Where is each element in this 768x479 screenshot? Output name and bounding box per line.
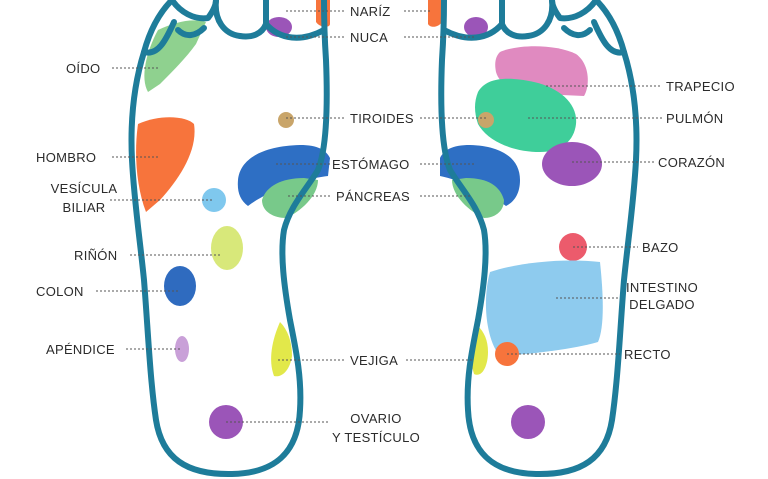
- label-colon: COLON: [36, 284, 84, 299]
- label-ovario-line1: OVARIO: [350, 411, 402, 426]
- label-vesicula-line1: VESÍCULA: [50, 181, 118, 196]
- label-ovario-line2: Y TESTÍCULO: [331, 430, 421, 445]
- right-foot: [428, 0, 640, 478]
- zone-estomago-right: [440, 145, 520, 206]
- zone-tiroides-right: [478, 112, 494, 128]
- zone-pulmon: [475, 78, 577, 152]
- label-vejiga: VEJIGA: [350, 353, 399, 368]
- zone-rinon-left: [211, 226, 243, 270]
- zone-colon: [164, 266, 196, 306]
- zone-vejiga-left: [271, 322, 292, 377]
- zone-estomago-left: [237, 145, 330, 206]
- label-oido: OÍDO: [66, 61, 101, 76]
- left-foot-outline: [128, 0, 330, 478]
- label-rinon: RIÑÓN: [74, 248, 118, 263]
- label-intestino-line2: DELGADO: [629, 297, 695, 312]
- label-estomago: ESTÓMAGO: [332, 157, 410, 172]
- zone-nariz-right: [428, 0, 442, 27]
- zone-oido: [144, 20, 206, 93]
- label-nariz: NARÍZ: [350, 4, 391, 19]
- zone-tiroides-left: [278, 112, 294, 128]
- right-foot-outline: [438, 0, 640, 478]
- label-corazon: CORAZÓN: [658, 155, 726, 170]
- zone-ovario-right: [511, 405, 545, 439]
- zone-corazon: [542, 142, 602, 186]
- label-bazo: BAZO: [642, 240, 679, 255]
- label-trapecio: TRAPECIO: [666, 79, 735, 94]
- label-recto: RECTO: [624, 347, 671, 362]
- label-hombro: HOMBRO: [36, 150, 97, 165]
- label-apendice: APÉNDICE: [46, 342, 115, 357]
- zone-apendice: [175, 336, 189, 362]
- label-pulmon: PULMÓN: [666, 111, 724, 126]
- left-foot: [128, 0, 330, 478]
- label-tiroides: TIROIDES: [350, 111, 414, 126]
- zone-intestino: [485, 260, 603, 356]
- label-intestino-line1: INTESTINO: [625, 280, 699, 295]
- leader-lines: [96, 10, 662, 423]
- label-pancreas: PÁNCREAS: [336, 189, 410, 204]
- zone-hombro: [136, 117, 195, 212]
- zone-vesicula: [202, 188, 226, 212]
- label-vesicula-line2: BILIAR: [62, 200, 106, 215]
- zone-nuca-right: [464, 17, 488, 37]
- label-nuca: NUCA: [350, 30, 389, 45]
